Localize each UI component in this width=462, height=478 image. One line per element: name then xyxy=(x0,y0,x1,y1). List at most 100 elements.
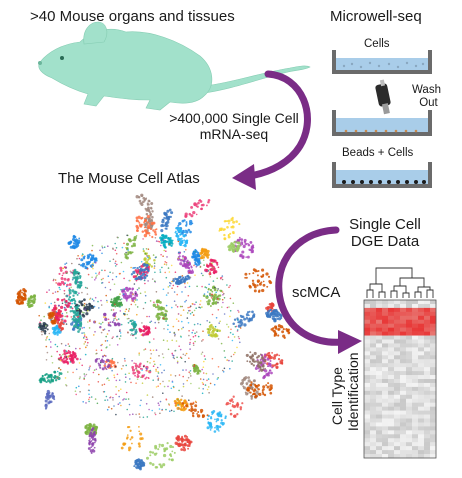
heatmap-cell xyxy=(418,339,425,344)
heatmap-cell xyxy=(418,379,425,384)
cell-point xyxy=(179,258,183,262)
heatmap-cell xyxy=(394,426,401,431)
cell-point xyxy=(258,282,262,286)
cell-point xyxy=(217,266,220,269)
cell-point xyxy=(120,446,124,450)
cell-point xyxy=(213,259,217,263)
heatmap-cell xyxy=(430,418,437,423)
heatmap-cell xyxy=(370,379,377,384)
cell-point xyxy=(144,328,147,331)
cell-point xyxy=(147,203,150,206)
cell-point xyxy=(148,263,151,267)
cell-point xyxy=(66,362,70,365)
cell-point xyxy=(190,214,194,218)
cell-cluster xyxy=(192,364,202,375)
heatmap-cell xyxy=(406,430,413,435)
heatmap-cell xyxy=(424,303,431,309)
cell-point xyxy=(211,330,215,334)
cell-point xyxy=(235,220,238,223)
cell-point xyxy=(41,377,44,380)
cell-point xyxy=(162,234,165,237)
heatmap-cell xyxy=(364,426,371,431)
cell-point xyxy=(209,263,213,267)
cell-point xyxy=(242,244,246,249)
cell-point xyxy=(51,319,56,323)
cell-point xyxy=(232,232,235,235)
cell-point xyxy=(224,415,227,418)
cell-point xyxy=(46,392,50,396)
cell-point xyxy=(271,366,274,369)
heatmap-cell xyxy=(370,450,377,455)
heatmap-cell xyxy=(388,438,395,443)
cell-point xyxy=(239,254,242,258)
cell-point xyxy=(208,325,212,329)
heatmap-cell xyxy=(388,394,395,400)
cell-point xyxy=(197,251,200,255)
cell-cluster xyxy=(270,324,291,339)
cell-point xyxy=(241,402,244,405)
well-wash xyxy=(332,110,432,136)
heatmap-cell xyxy=(370,347,377,352)
cell-point xyxy=(233,318,237,321)
heatmap-cell xyxy=(388,323,395,328)
heatmap-cell xyxy=(400,327,407,332)
cell-point xyxy=(166,237,170,240)
heatmap-cell xyxy=(424,363,431,368)
cell-point xyxy=(73,302,76,305)
single-cell-label: >400,000 Single Cell mRNA-seq xyxy=(169,110,299,143)
heatmap-cell xyxy=(406,422,413,427)
cell-point xyxy=(160,241,163,245)
heatmap-cell xyxy=(388,311,395,317)
heatmap-cell xyxy=(412,323,419,328)
cell-point xyxy=(139,367,142,370)
heatmap-cell xyxy=(394,438,401,443)
heatmap-cell xyxy=(364,402,371,407)
cell-point xyxy=(195,263,198,265)
heatmap-cell xyxy=(364,355,371,360)
cell-point xyxy=(52,378,55,381)
cell-point xyxy=(198,369,202,373)
heatmap-cell xyxy=(406,382,413,388)
heatmap-cell xyxy=(388,327,395,332)
heatmap-cell xyxy=(406,343,413,348)
heatmap-cell xyxy=(406,300,413,305)
heatmap-cell xyxy=(376,371,383,376)
cell-point xyxy=(125,242,130,246)
cell-point xyxy=(261,268,265,272)
heatmap-cell xyxy=(418,402,425,407)
cell-point xyxy=(72,294,75,297)
cell-point xyxy=(104,363,106,365)
arrow-head-to-heatmap xyxy=(338,330,362,354)
cell-point xyxy=(182,446,185,449)
heatmap-cell xyxy=(376,375,383,380)
heatmap-cell xyxy=(418,394,425,400)
cell-point xyxy=(56,333,59,336)
cell-point xyxy=(131,239,134,242)
cell-point xyxy=(246,255,250,259)
heatmap-cell xyxy=(400,386,407,392)
cell-point xyxy=(143,327,146,329)
heatmap-cell xyxy=(382,300,389,305)
heatmap-cell xyxy=(412,343,419,348)
heatmap-cell xyxy=(430,398,437,403)
cell-point xyxy=(230,217,234,222)
cell-point xyxy=(226,225,229,229)
heatmap-cell xyxy=(406,339,413,344)
cell-point xyxy=(186,259,189,262)
cell-point xyxy=(245,276,248,279)
heatmap-cell xyxy=(430,422,437,427)
heatmap-cell xyxy=(430,430,437,435)
heatmap-cell xyxy=(430,347,437,352)
cell-point xyxy=(180,281,183,284)
cell-point xyxy=(188,441,191,445)
heatmap-cell xyxy=(394,446,401,451)
heatmap-cell xyxy=(430,311,437,317)
heatmap-cell xyxy=(370,434,377,439)
cell-point xyxy=(243,317,247,321)
cell-point xyxy=(149,214,152,217)
cell-point xyxy=(145,212,149,216)
heatmap-cell xyxy=(400,410,407,415)
heatmap-cell xyxy=(394,335,401,340)
heatmap-cell xyxy=(382,430,389,435)
